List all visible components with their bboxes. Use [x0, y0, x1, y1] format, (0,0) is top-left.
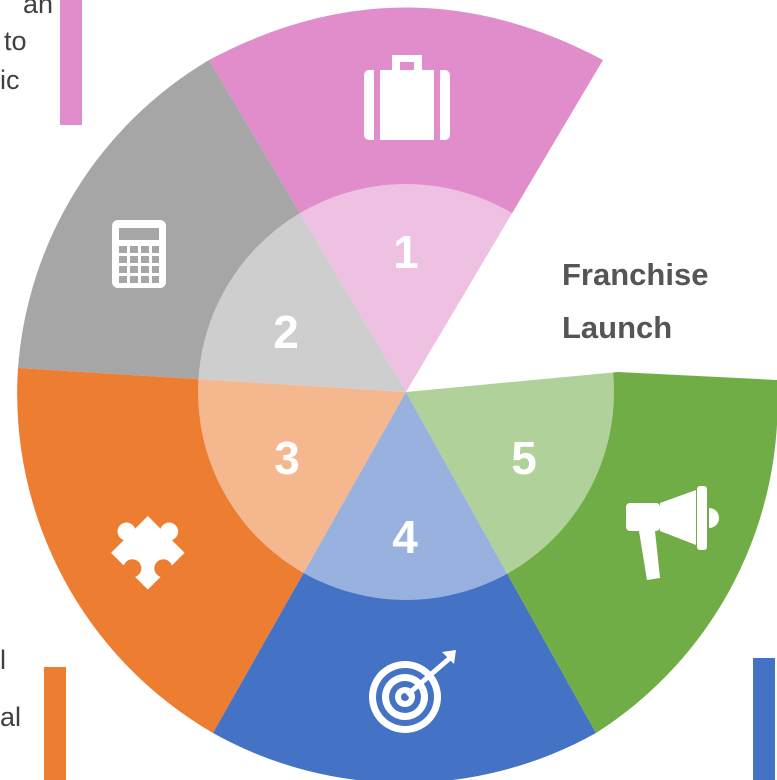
segment-4-number: 4 — [392, 511, 418, 563]
accent-bar-orange — [44, 667, 66, 780]
segment-1-outer — [209, 7, 603, 392]
megaphone-icon — [626, 486, 719, 580]
segment-4-outer — [213, 392, 596, 780]
segment-2-number: 2 — [273, 306, 299, 358]
briefcase-icon — [364, 55, 450, 140]
inner-circle — [198, 184, 614, 600]
segment-3-number: 3 — [274, 432, 300, 484]
calculator-icon — [112, 220, 166, 288]
side-text-bottom-left-line-1: l — [0, 645, 6, 675]
diagram-title-line-2: Launch — [562, 310, 673, 345]
segment-5-number: 5 — [511, 432, 537, 484]
diagram-title: Franchise Launch — [562, 248, 752, 354]
diagram-title-line-1: Franchise — [562, 257, 709, 292]
segment-5-outer — [406, 372, 777, 733]
target-icon — [369, 650, 456, 733]
puzzle-icon — [111, 516, 185, 590]
segment-3-outer — [17, 368, 406, 733]
accent-bar-pink — [60, 0, 82, 125]
side-text-top-left-line-1: an — [23, 0, 54, 19]
accent-bar-blue — [753, 658, 775, 780]
segment-2-outer — [18, 60, 406, 392]
side-text-bottom-left-line-2: al — [0, 702, 22, 732]
side-text-top-left-line-3: ic — [0, 65, 20, 95]
side-text-top-left-line-2: to — [4, 26, 27, 56]
segment-1-number: 1 — [393, 226, 419, 278]
